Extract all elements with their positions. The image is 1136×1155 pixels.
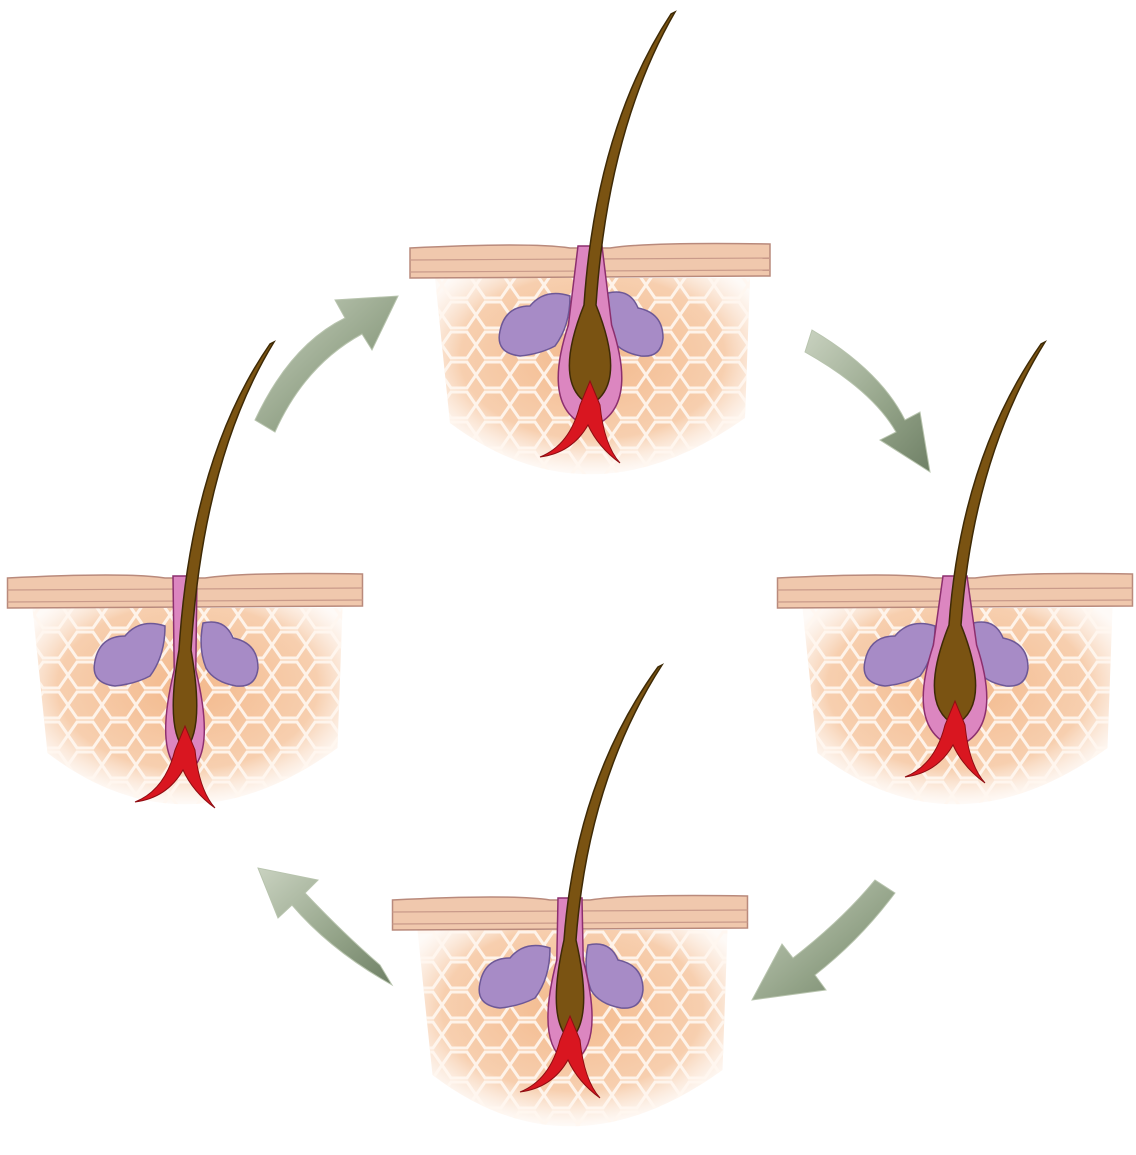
stage-left xyxy=(8,342,363,808)
stage-right xyxy=(778,342,1133,804)
stage-top xyxy=(410,12,770,474)
cycle-arrow-up-right xyxy=(255,296,398,432)
stage-bottom xyxy=(393,665,748,1126)
cycle-arrow-up-left xyxy=(258,868,392,985)
cycle-arrow-down-right xyxy=(805,330,930,472)
cycle-arrow-down-left xyxy=(752,880,895,1000)
